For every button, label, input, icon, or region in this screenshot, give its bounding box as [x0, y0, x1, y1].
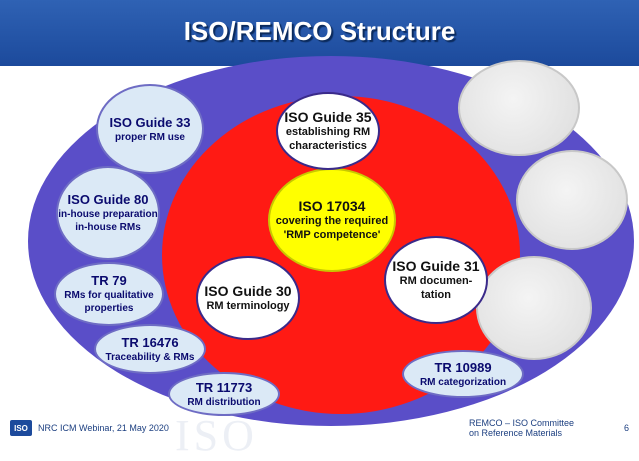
page-number: 6 — [623, 423, 629, 433]
node-line1: establishing RM — [285, 126, 371, 138]
node-line1: RM distribution — [187, 396, 261, 408]
inner-node-iso-guide-30: ISO Guide 30 RM terminology — [196, 256, 300, 340]
footer-webinar-text: NRC ICM Webinar, 21 May 2020 — [38, 423, 169, 433]
node-title: TR 10989 — [434, 359, 492, 375]
node-line1: proper RM use — [114, 131, 185, 143]
node-line2: tation — [421, 289, 451, 301]
outer-node-tr-16476: TR 16476 Traceability & RMs — [94, 324, 206, 374]
node-title: ISO Guide 80 — [67, 192, 149, 207]
node-line1: RM terminology — [206, 300, 290, 312]
node-line1: RM categorization — [419, 376, 507, 388]
node-line2: in-house RMs — [75, 222, 141, 233]
slide-title: ISO/REMCO Structure — [183, 16, 456, 46]
node-line1: Traceability & RMs — [105, 351, 195, 363]
iso-logo-icon: ISO — [10, 420, 32, 436]
faded-circle-2 — [516, 150, 628, 250]
node-title: TR 11773 — [195, 379, 253, 395]
node-line1: RM documen- — [399, 275, 473, 287]
node-title: ISO Guide 35 — [284, 109, 372, 125]
footer-left: ISO NRC ICM Webinar, 21 May 2020 — [10, 418, 169, 438]
node-line2: characteristics — [289, 140, 367, 152]
outer-node-iso-guide-80: ISO Guide 80 in-house preparation in-hou… — [56, 166, 160, 260]
node-line1: RMs for qualitative — [64, 290, 154, 301]
footer-committee-line1: REMCO – ISO Committee — [469, 418, 575, 428]
center-node-iso-17034: ISO 17034 covering the required 'RMP com… — [268, 168, 396, 272]
outer-node-iso-guide-33: ISO Guide 33 proper RM use — [96, 84, 204, 174]
outer-node-tr-79: TR 79 RMs for qualitative properties — [54, 262, 164, 326]
node-title: ISO Guide 31 — [392, 258, 480, 274]
faded-circle-3 — [476, 256, 592, 360]
faded-circle-1 — [458, 60, 580, 156]
iso-watermark: ISO — [175, 411, 258, 460]
title-bar: ISO/REMCO Structure — [0, 0, 639, 66]
inner-node-iso-guide-31: ISO Guide 31 RM documen- tation — [384, 236, 488, 324]
footer-right: REMCO – ISO Committee on Reference Mater… — [469, 418, 609, 438]
node-title: ISO Guide 33 — [109, 114, 191, 130]
outer-node-tr-11773: TR 11773 RM distribution — [168, 372, 280, 416]
center-node-line1: covering the required — [275, 215, 389, 227]
footer-committee-line2: on Reference Materials — [469, 428, 563, 438]
node-line1: in-house preparation — [58, 209, 158, 220]
node-title: TR 79 — [91, 273, 127, 288]
center-node-line2: 'RMP competence' — [283, 229, 381, 241]
outer-node-tr-10989: TR 10989 RM categorization — [402, 350, 524, 398]
node-line2: properties — [84, 303, 134, 314]
node-title: ISO Guide 30 — [204, 283, 292, 299]
node-title: TR 16476 — [121, 334, 179, 350]
center-node-title: ISO 17034 — [298, 198, 366, 214]
inner-node-iso-guide-35: ISO Guide 35 establishing RM characteris… — [276, 92, 380, 170]
